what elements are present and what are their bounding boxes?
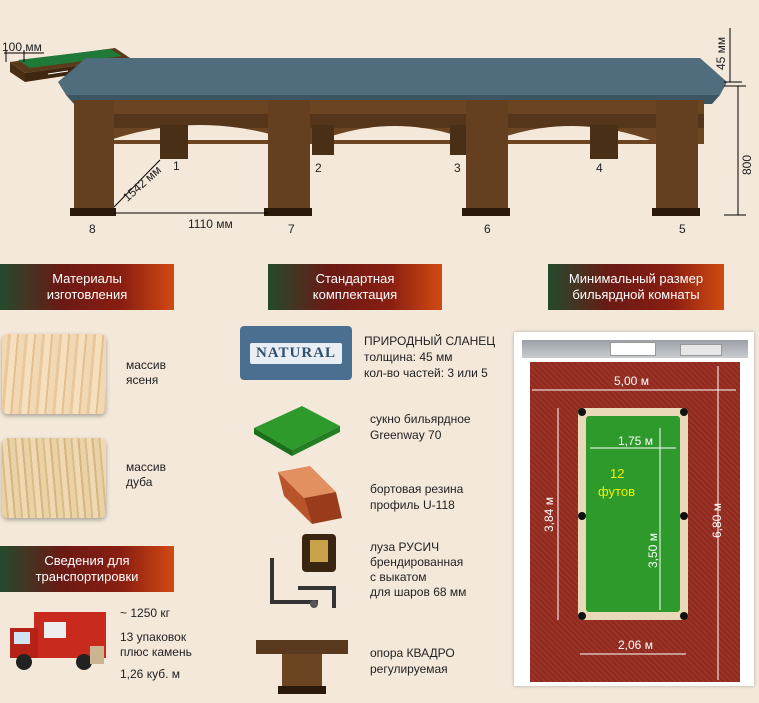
leg-number: 6 <box>484 222 491 236</box>
leg-number: 7 <box>288 222 295 236</box>
rail-width-label: 100 мм <box>2 40 42 54</box>
play-length-label: 3,50 м <box>646 533 660 568</box>
pocket <box>578 408 586 416</box>
slate-thickness-label: 45 мм <box>714 36 728 70</box>
pocket-branded: брендированная <box>370 555 464 569</box>
natural-badge-text: NATURAL <box>249 342 343 364</box>
leg-number: 1 <box>173 159 180 173</box>
leg-number: 2 <box>315 161 322 175</box>
leg-number: 5 <box>679 222 686 236</box>
material-oak-label: массив дуба <box>126 460 167 489</box>
table-width-label: 2,06 м <box>618 638 653 652</box>
standard-header: Стандартная комплектация <box>268 264 442 310</box>
slate-parts: кол-во частей: 3 или 5 <box>364 366 488 380</box>
transport-packs: 13 упаковок <box>120 630 187 644</box>
cloth-icon <box>254 406 340 456</box>
rubber-profile: профиль U-118 <box>370 498 455 512</box>
leg-spacing-label: 1110 мм <box>188 217 233 231</box>
room-length-label: 6,80 м <box>710 503 724 538</box>
leg-number: 4 <box>596 161 603 175</box>
pocket-roll: с выкатом <box>370 570 427 584</box>
pocket <box>680 512 688 520</box>
pocket <box>578 512 586 520</box>
table-size-number: 12 <box>610 466 625 481</box>
slate-label: ПРИРОДНЫЙ СЛАНЕЦ <box>364 334 496 348</box>
transport-volume: 1,26 куб. м <box>120 667 180 681</box>
pocket <box>680 612 688 620</box>
rubber-label: бортовая резина <box>370 482 464 496</box>
pool-table-felt <box>586 416 680 612</box>
natural-slate-badge: NATURAL <box>240 326 352 380</box>
transport-header: Сведения для транспортировки <box>0 546 174 592</box>
leg-adjustable: регулируемая <box>370 662 448 676</box>
room-diagram: 5,00 м 6,80 м 3,84 м 2,06 м 1,75 м 3,50 … <box>514 332 754 686</box>
slate-thickness: толщина: 45 мм <box>364 350 453 364</box>
cloth-label: сукно бильярдное <box>370 412 471 426</box>
ash-wood-sample <box>2 334 106 414</box>
room-window-icon <box>610 342 656 356</box>
table-illustration <box>4 28 746 216</box>
table-size-unit: футов <box>598 484 635 499</box>
materials-header: Материалы изготовления <box>0 264 174 310</box>
pocket <box>680 408 688 416</box>
pocket <box>578 612 586 620</box>
pocket-balls: для шаров 68 мм <box>370 585 467 599</box>
play-width-label: 1,75 м <box>618 434 653 448</box>
leg-number: 8 <box>89 222 96 236</box>
transport-packs-extra: плюс камень <box>120 645 192 659</box>
room-width-label: 5,00 м <box>614 374 649 388</box>
leg-label: опора КВАДРО <box>370 646 455 660</box>
truck-icon <box>10 612 106 670</box>
pocket-icon <box>270 534 336 608</box>
leg-icon <box>256 640 348 694</box>
cloth-model: Greenway 70 <box>370 428 442 442</box>
leg-number: 3 <box>454 161 461 175</box>
room-door-icon <box>680 344 722 356</box>
room-header: Минимальный размер бильярдной комнаты <box>548 264 724 310</box>
oak-wood-sample <box>2 438 106 518</box>
table-length-label: 3,84 м <box>542 497 556 532</box>
transport-weight: ~ 1250 кг <box>120 606 170 620</box>
material-ash-label: массив ясеня <box>126 358 167 387</box>
height-label: 800 мм <box>740 154 759 175</box>
rubber-icon <box>278 466 342 524</box>
pocket-label: луза РУСИЧ <box>370 540 440 554</box>
room-dimensions <box>532 366 736 680</box>
